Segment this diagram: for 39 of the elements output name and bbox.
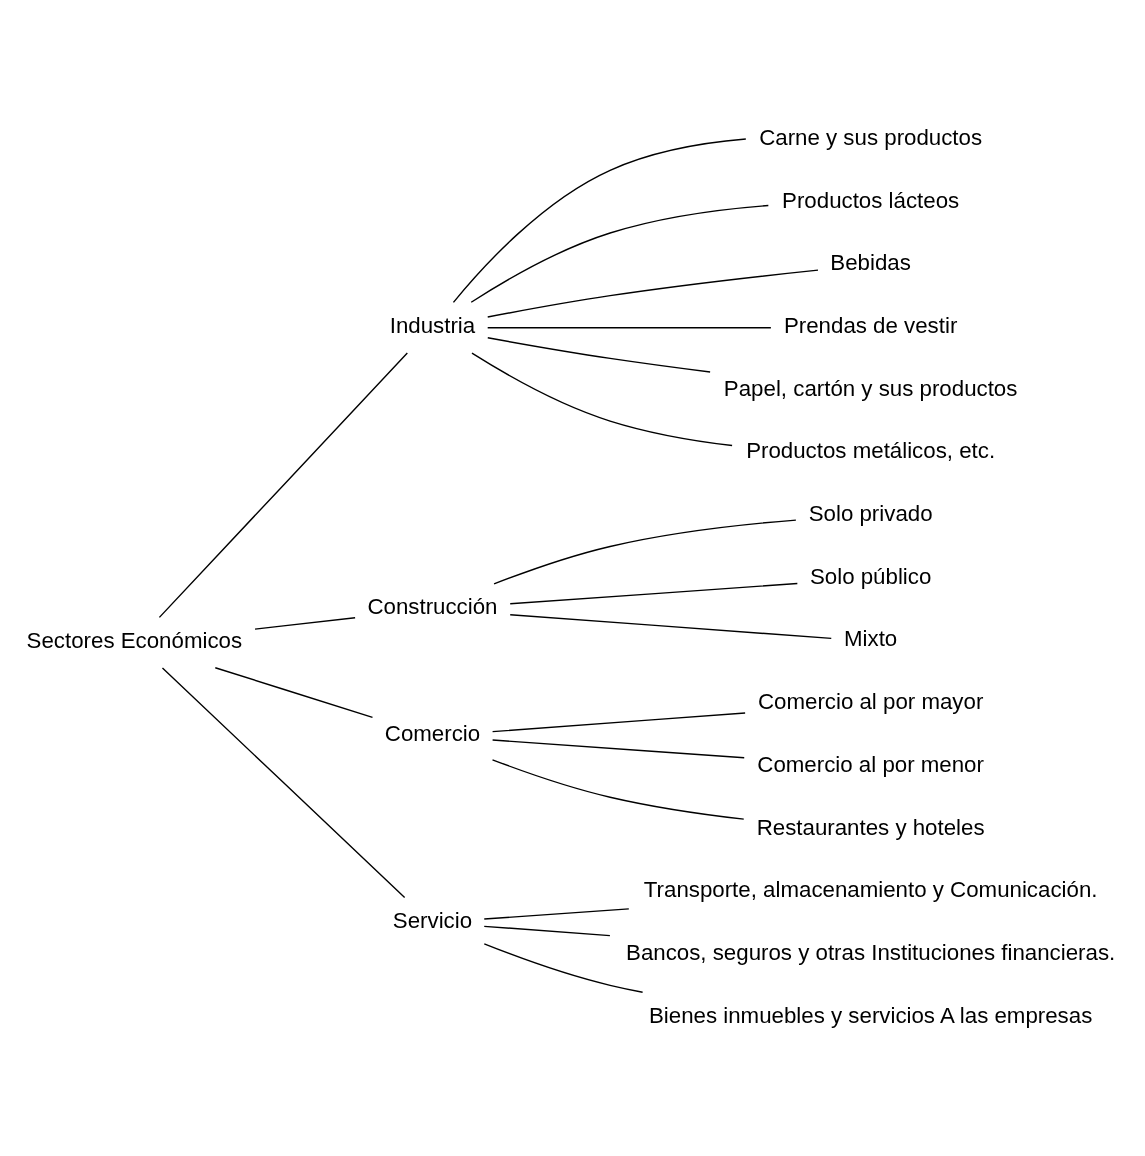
connector [509, 582, 799, 604]
node-text: Comercio al por mayor [757, 688, 984, 714]
node-text: Bienes inmuebles y servicios A las empresas [648, 1002, 1093, 1028]
node-text: Mixto [844, 625, 898, 651]
node-text: Restaurantes y hoteles [756, 814, 985, 840]
node-text: Servicio [392, 907, 473, 933]
connector [487, 268, 819, 318]
node-text: Solo público [809, 563, 932, 589]
connector [483, 942, 644, 993]
node-text: Carne y sus productos [759, 124, 983, 150]
node-text: Productos metálicos, etc. [746, 437, 996, 463]
connector [491, 738, 745, 758]
connector [487, 336, 711, 373]
node-text: Prendas de vestir [783, 312, 958, 338]
node-text: Comercio al por menor [757, 751, 984, 777]
node-text: Solo privado [808, 500, 933, 526]
node-text: Comercio [384, 720, 481, 746]
connector [452, 137, 747, 303]
node-text: Papel, cartón y sus productos [723, 375, 1018, 401]
connector [158, 351, 408, 618]
connector [493, 518, 797, 585]
node-text: Bancos, seguros y otras Instituciones financieras. [626, 939, 1116, 965]
node-text: Bebidas [830, 249, 911, 275]
connector [254, 616, 356, 630]
connector [483, 925, 611, 936]
connector [491, 711, 746, 732]
connector [483, 907, 630, 920]
node-text: Construcción [367, 593, 498, 619]
node-text: Sectores Económicos [26, 627, 243, 653]
connector [509, 613, 832, 639]
node-text: Transporte, almacenamiento y Comunicación. [643, 876, 1098, 902]
connector [491, 758, 745, 820]
node-text: Industria [389, 312, 476, 338]
connector [471, 351, 733, 446]
connector [214, 666, 374, 718]
node-text: Productos lácteos [782, 187, 960, 213]
connector [487, 326, 772, 328]
connector [470, 204, 770, 303]
connector [161, 666, 406, 898]
